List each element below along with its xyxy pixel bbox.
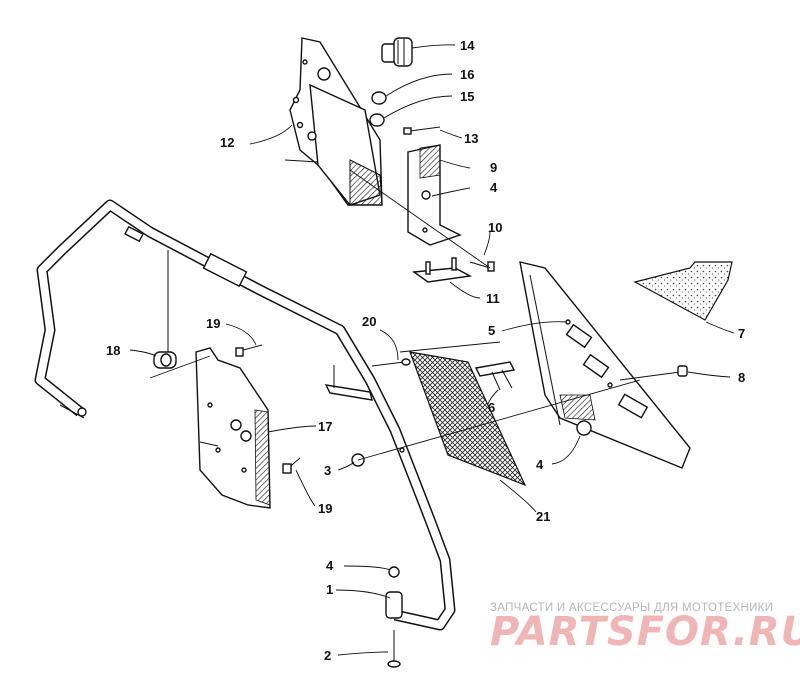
ring-15 bbox=[369, 113, 385, 127]
callout-8: 8 bbox=[738, 370, 745, 385]
screw bbox=[403, 126, 441, 135]
callout-18: 18 bbox=[106, 343, 120, 358]
callout-6: 6 bbox=[488, 400, 495, 415]
watermark-tagline: ЗАПЧАСТИ И АКСЕССУАРЫ ДЛЯ МОТОТЕХНИКИ bbox=[490, 602, 773, 614]
bolt-8 bbox=[619, 365, 688, 381]
callout-3: 3 bbox=[324, 463, 331, 478]
callout-4a: 4 bbox=[490, 180, 498, 195]
bolt-19-lower bbox=[282, 457, 301, 474]
main-frame-tube bbox=[34, 199, 456, 631]
callout-20: 20 bbox=[362, 314, 376, 329]
watermark: ЗАПЧАСТИ И АКСЕССУАРЫ ДЛЯ МОТОТЕХНИКИ PA… bbox=[490, 602, 800, 655]
callout-labels: 14 16 15 12 13 9 4 10 11 7 5 20 19 18 8 … bbox=[106, 38, 745, 663]
callout-14: 14 bbox=[460, 38, 475, 53]
callout-5: 5 bbox=[488, 323, 495, 338]
callout-7: 7 bbox=[738, 326, 745, 341]
callout-12: 12 bbox=[220, 135, 234, 150]
callout-19a: 19 bbox=[206, 316, 220, 331]
bolt-19-upper bbox=[235, 344, 263, 357]
base-plate bbox=[412, 257, 473, 283]
ring-16 bbox=[371, 91, 387, 105]
callout-1: 1 bbox=[326, 582, 333, 597]
alignment-lines bbox=[149, 169, 641, 461]
watermark-logo: PARTSFOR.RU bbox=[490, 609, 800, 655]
mount-bracket bbox=[407, 144, 462, 246]
pad bbox=[633, 261, 733, 321]
callout-19b: 19 bbox=[318, 501, 332, 516]
tab-mount bbox=[324, 384, 373, 401]
nut-right bbox=[576, 420, 592, 436]
nut-4-lower bbox=[388, 566, 400, 578]
callout-9: 9 bbox=[490, 160, 497, 175]
bolt-2 bbox=[387, 630, 401, 668]
callout-11: 11 bbox=[486, 291, 500, 306]
callout-21: 21 bbox=[536, 509, 550, 524]
bushing bbox=[381, 37, 413, 67]
mounting-plate bbox=[195, 347, 271, 509]
callout-15: 15 bbox=[460, 89, 474, 104]
callout-13: 13 bbox=[464, 131, 478, 146]
upper-side-bracket bbox=[284, 37, 383, 206]
callout-10: 10 bbox=[488, 220, 502, 235]
callout-17: 17 bbox=[318, 419, 332, 434]
clamp-18 bbox=[153, 351, 177, 369]
callout-4c: 4 bbox=[326, 558, 334, 573]
small-bracket bbox=[474, 361, 516, 391]
callout-2: 2 bbox=[324, 648, 331, 663]
mesh-screen bbox=[409, 351, 527, 487]
bolt bbox=[469, 261, 495, 272]
callout-16: 16 bbox=[460, 67, 474, 82]
callout-4b: 4 bbox=[536, 457, 544, 472]
right-side-bracket bbox=[519, 261, 691, 469]
leader-lines bbox=[129, 44, 735, 656]
